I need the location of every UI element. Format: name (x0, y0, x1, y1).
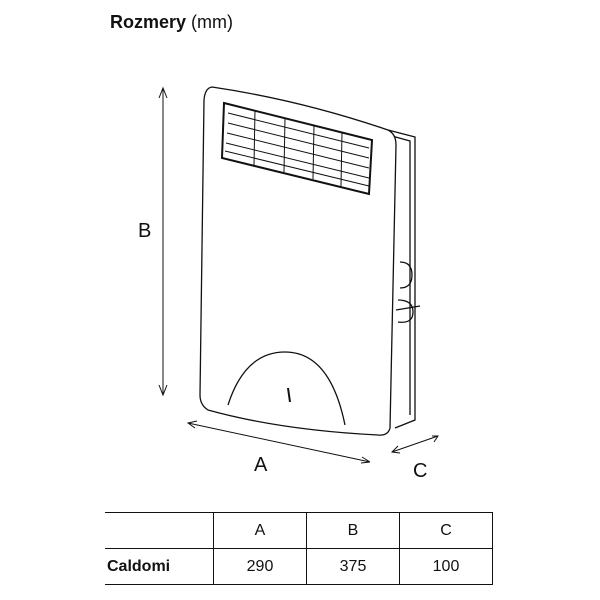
label-b: B (138, 220, 152, 242)
table-cell: 100 (399, 548, 493, 585)
dimension-arrow-b (158, 86, 168, 397)
heater-back-box (387, 129, 416, 429)
title-unit: (mm) (191, 12, 234, 32)
table-header-row: A B C (105, 512, 493, 549)
dimension-arrows (158, 86, 439, 464)
dimension-arrow-c (390, 435, 439, 454)
label-a: A (254, 454, 268, 476)
table-header-cell: A (213, 512, 307, 549)
air-grille (220, 101, 374, 196)
title-text: Rozmery (110, 12, 187, 32)
side-knobs (395, 261, 421, 323)
table-header-cell: C (399, 512, 493, 549)
model-name: Caldomi (105, 548, 214, 585)
dimension-arrow-a (186, 420, 371, 464)
table-header-cell (105, 512, 214, 549)
page-title: Rozmery (mm) (110, 12, 233, 33)
label-c: C (413, 460, 428, 482)
indicator-mark (287, 387, 291, 403)
dimensions-table: A B C Caldomi 290 375 100 (105, 512, 493, 585)
heater-front-panel (199, 86, 397, 436)
bottom-arch (227, 351, 346, 426)
table-cell: 290 (213, 548, 307, 585)
table-cell: 375 (306, 548, 400, 585)
table-row: Caldomi 290 375 100 (105, 548, 493, 585)
table-header-cell: B (306, 512, 400, 549)
